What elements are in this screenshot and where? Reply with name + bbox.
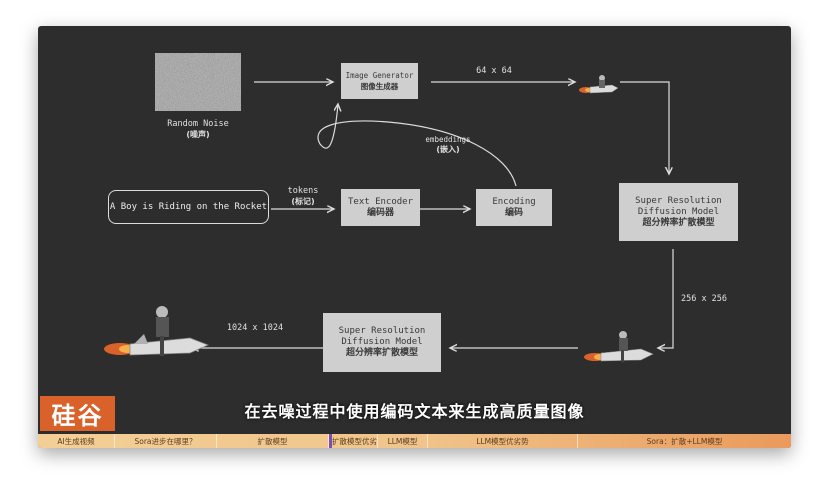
chapter-nav-bar: AI生成视频 Sora进步在哪里？ 扩散模型 扩散模型优劣 LLM模型 LLM模… [38,434,791,448]
random-noise-image [155,53,241,111]
chapter-diffusion-pros-cons[interactable]: 扩散模型优劣 [329,434,378,448]
text-encoder-box: Text Encoder 编码器 [341,189,420,226]
embeddings-label: embeddings (嵌入) [425,135,471,154]
size-1024-label: 1024 x 1024 [226,323,284,333]
arrow-64-to-superres [620,81,669,174]
super-resolution-box-2: Super Resolution Diffusion Model 超分辨率扩散模… [323,313,441,372]
super-resolution-box-1: Super Resolution Diffusion Model 超分辨率扩散模… [619,183,738,241]
rocket-boy-large-image [104,306,210,356]
video-frame: Random Noise (噪声) Image Generator 图像生成器 … [38,26,791,448]
brand-logo: 硅谷 [40,396,115,431]
chapter-llm-model[interactable]: LLM模型 [378,434,428,448]
random-noise-label: Random Noise (噪声) [167,119,229,139]
rocket-boy-small-image [579,75,619,94]
encoding-box: Encoding 编码 [476,189,552,226]
arrow-superres-to-256 [658,249,674,348]
prompt-text-box: A Boy is Riding on the Rocket [108,190,269,224]
connector-lines [38,26,674,448]
video-subtitle: 在去噪过程中使用编码文本来生成高质量图像 [244,402,585,421]
chapter-sora-diffusion-llm[interactable]: Sora：扩散+LLM模型 [646,436,723,446]
chapter-sora-progress[interactable]: Sora进步在哪里？ [115,434,217,448]
size-64-label: 64 x 64 [476,66,512,76]
chapter-ai-video[interactable]: AI生成视频 [38,434,115,448]
size-256-label: 256 x 256 [680,294,728,304]
image-generator-box: Image Generator 图像生成器 [341,63,418,99]
prompt-text: A Boy is Riding on the Rocket [109,202,268,212]
rocket-boy-medium-image [584,331,654,362]
arrow-embeddings-curve [317,104,517,187]
chapter-diffusion-model[interactable]: 扩散模型 [217,434,329,448]
chapter-llm-pros-cons[interactable]: LLM模型优劣势 [428,434,578,448]
tokens-label: tokens (标记) [287,186,319,206]
